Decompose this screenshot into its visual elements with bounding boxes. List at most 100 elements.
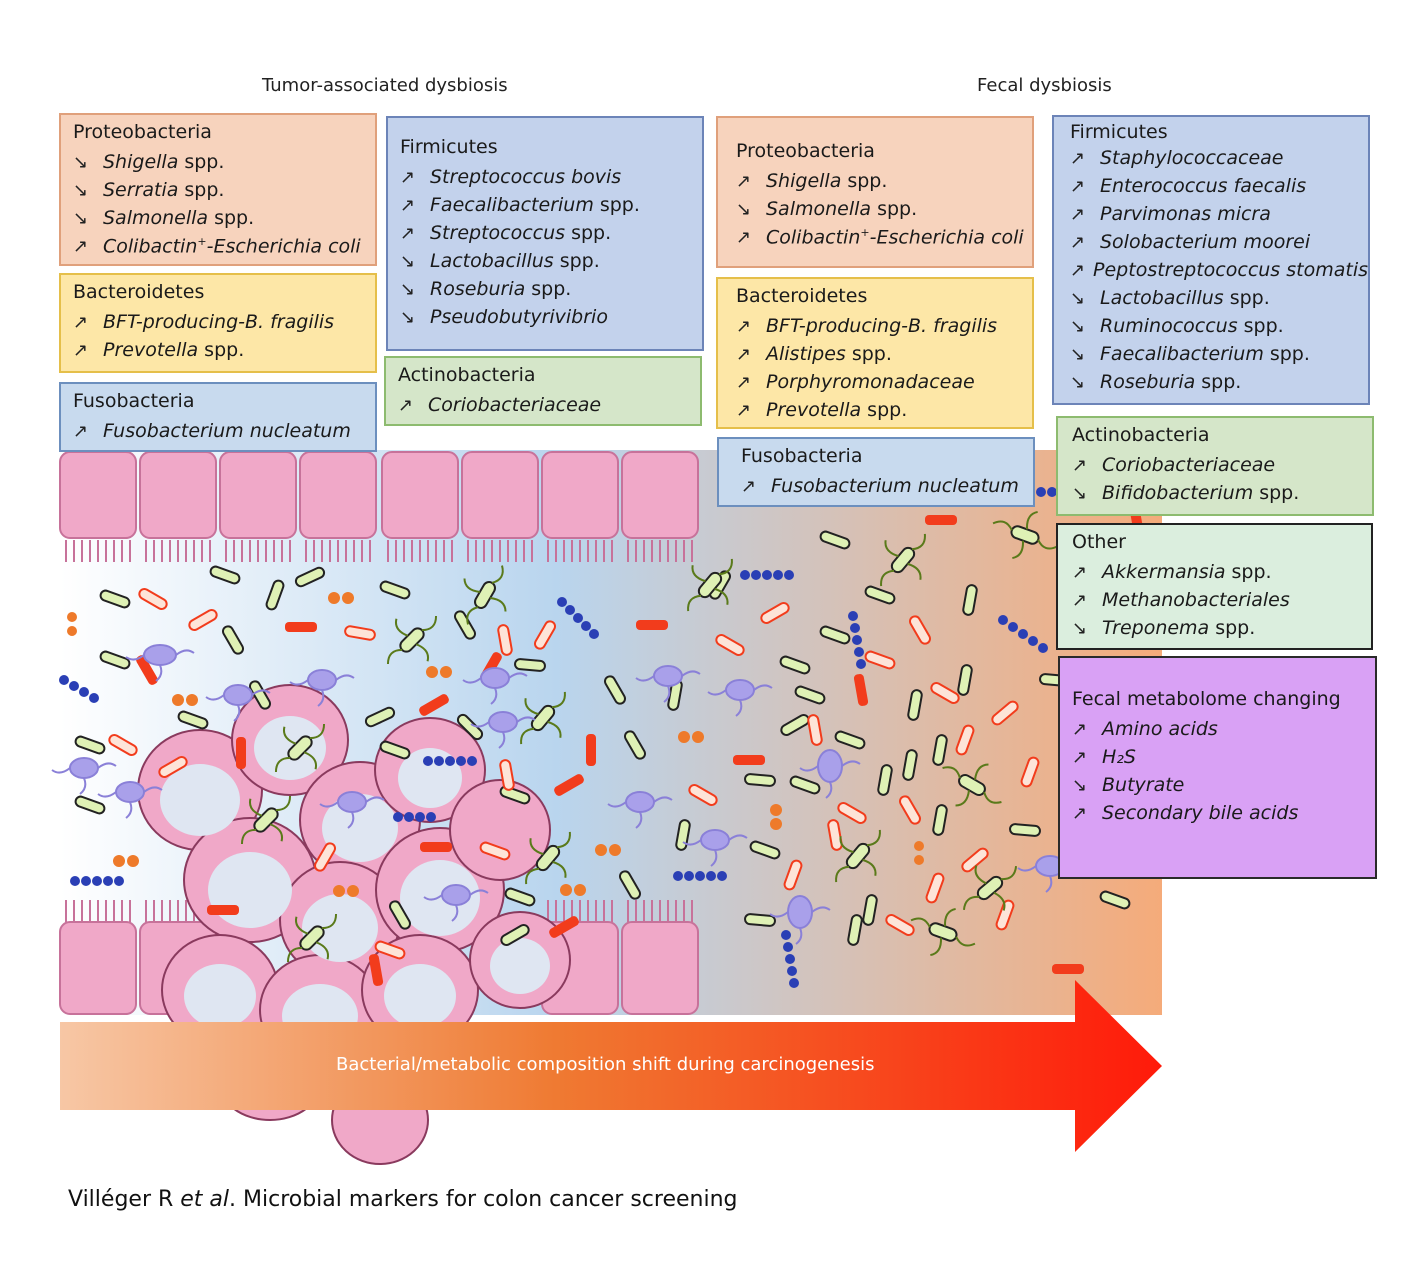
fecal-fusobacteria-box: Fusobacteria ↗Fusobacterium nucleatum [717, 437, 1035, 507]
metabolite-name: H₂S [1102, 746, 1136, 768]
taxon-row: ↗Colibactin+-Escherichia coli [736, 226, 1032, 254]
trend-arrow-icon: ↘ [1072, 618, 1088, 639]
box-title: Firmicutes [1070, 121, 1168, 143]
taxon-row: ↗ Porphyromonadaceae [736, 371, 1032, 399]
epithelium-top [59, 451, 699, 539]
taxon-name: Pseudobutyrivibrio [430, 306, 608, 328]
taxon-name: Serratia [103, 179, 179, 201]
box-title: Actinobacteria [398, 364, 536, 386]
box-title: Fusobacteria [741, 445, 863, 467]
taxon-name: Methanobacteriales [1102, 589, 1290, 611]
taxon-name: Enterococcus faecalis [1100, 175, 1307, 197]
taxon-row: ↗Coriobacteriaceae [398, 394, 700, 422]
metabolite-name: Secondary bile acids [1102, 802, 1299, 824]
trend-arrow-icon: ↘ [736, 199, 752, 220]
taxon-name: Porphyromonadaceae [766, 371, 975, 393]
taxon-name: Staphylococcaceae [1100, 147, 1284, 169]
taxon-name: Treponema [1102, 617, 1210, 639]
trend-arrow-icon: ↘ [400, 251, 416, 272]
box-title: Proteobacteria [736, 140, 875, 162]
taxon-name: Alistipes [766, 343, 846, 365]
trend-arrow-icon: ↗ [73, 421, 89, 442]
taxon-suffix: spp. [204, 339, 245, 361]
taxon-row: ↗Colibactin+-Escherichia coli [73, 235, 375, 263]
tumor-fusobacteria-box: Fusobacteria ↗ Fusobacterium nucleatum [59, 382, 377, 452]
taxon-row: ↗Peptostreptococcus stomatis [1070, 259, 1368, 287]
taxon-row: ↗Staphylococcaceae [1070, 147, 1368, 175]
taxon-name: Prevotella [103, 339, 199, 361]
taxon-row: ↗ BFT-producing-B. fragilis [73, 311, 375, 339]
bacilli-solid-red [136, 505, 1143, 986]
trend-arrow-icon: ↘ [1072, 775, 1088, 796]
trend-arrow-icon: ↗ [400, 195, 416, 216]
taxon-name: Fusobacterium nucleatum [103, 420, 351, 442]
fecal-actinobacteria-box: Actinobacteria ↗Coriobacteriaceae ↘Bifid… [1056, 416, 1374, 516]
trend-arrow-icon: ↗ [1072, 719, 1088, 740]
taxon-suffix: spp. [867, 399, 908, 421]
taxon-row: ↗BFT-producing-B. fragilis [736, 315, 1032, 343]
taxon-name: Ruminococcus [1100, 315, 1238, 337]
tumor-dysbiosis-title: Tumor-associated dysbiosis [262, 75, 508, 96]
flagellated-bacteria [240, 510, 1058, 963]
taxon-name: Lactobacillus [430, 250, 554, 272]
taxon-name: Coriobacteriaceae [428, 394, 602, 416]
taxon-row: ↗ Coriobacteriaceae [1072, 454, 1372, 482]
trend-arrow-icon: ↗ [1070, 260, 1086, 281]
shift-arrow [60, 980, 1162, 1152]
fecal-dysbiosis-title: Fecal dysbiosis [977, 75, 1112, 96]
trend-arrow-icon: ↗ [736, 344, 752, 365]
trend-arrow-icon: ↗ [400, 167, 416, 188]
taxon-suffix: spp. [531, 278, 572, 300]
taxon-name: Parvimonas micra [1100, 203, 1271, 225]
trend-arrow-icon: ↘ [1070, 372, 1086, 393]
metabolite-name: Butyrate [1102, 774, 1185, 796]
taxon-name: BFT-producing-B. fragilis [103, 311, 335, 333]
taxon-name: Lactobacillus [1100, 287, 1224, 309]
taxon-name: Salmonella [103, 207, 209, 229]
box-title: Proteobacteria [73, 121, 212, 143]
box-title: Fusobacteria [73, 390, 195, 412]
trend-arrow-icon: ↗ [1072, 562, 1088, 583]
metabolite-name: Amino acids [1102, 718, 1218, 740]
figure-citation: Villéger R et al. Microbial markers for … [68, 1187, 738, 1212]
fecal-metabolome-box: Fecal metabolome changing ↗Amino acids ↗… [1058, 656, 1377, 879]
taxon-row: ↗Enterococcus faecalis [1070, 175, 1368, 203]
taxon-row: ↗Methanobacteriales [1072, 589, 1371, 617]
taxon-name: Streptococcus [430, 222, 566, 244]
fecal-bacteroidetes-box: Bacteroidetes ↗BFT-producing-B. fragilis… [716, 277, 1034, 429]
taxon-name: Colibactin+-Escherichia coli [766, 226, 1024, 249]
bacilli-red [108, 588, 1040, 960]
trend-arrow-icon: ↘ [400, 279, 416, 300]
trend-arrow-icon: ↗ [1072, 455, 1088, 476]
taxon-name: Akkermansia [1102, 561, 1226, 583]
taxon-name: Coriobacteriaceae [1102, 454, 1276, 476]
trend-arrow-icon: ↗ [400, 223, 416, 244]
taxon-name: Colibactin+-Escherichia coli [103, 235, 361, 258]
trend-arrow-icon: ↗ [73, 312, 89, 333]
trend-arrow-icon: ↘ [1070, 316, 1086, 337]
taxon-suffix: spp. [1201, 371, 1242, 393]
trend-arrow-icon: ↘ [400, 307, 416, 328]
metabolite-row: ↗ Amino acids [1072, 718, 1375, 746]
purple-flagellates [51, 644, 1083, 945]
trend-arrow-icon: ↗ [1072, 803, 1088, 824]
taxon-row: ↗Streptococcus bovis [400, 166, 702, 194]
taxon-name: Shigella [103, 151, 179, 173]
taxon-suffix: spp. [559, 250, 600, 272]
taxon-suffix: spp. [1259, 482, 1300, 504]
taxon-name: Prevotella [766, 399, 862, 421]
trend-arrow-icon: ↗ [736, 372, 752, 393]
